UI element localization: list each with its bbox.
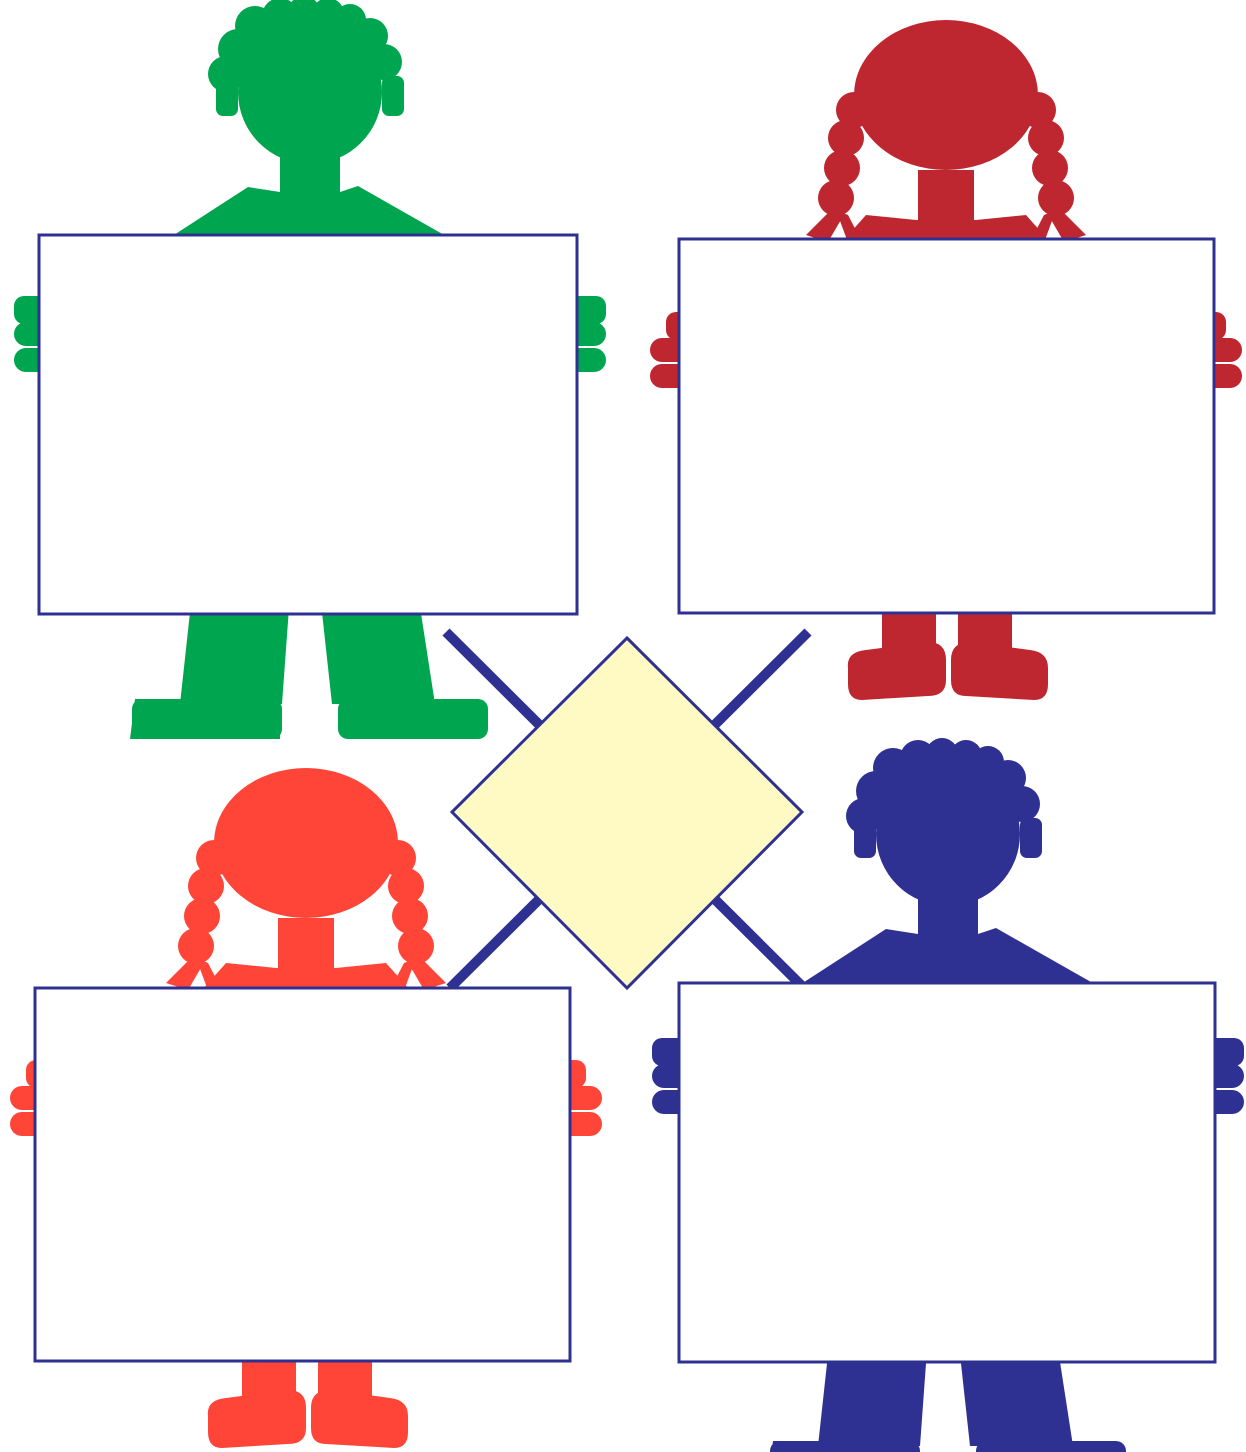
sign-bottom-left[interactable] — [35, 988, 570, 1361]
sign-top-left[interactable] — [39, 235, 577, 614]
figure-top-left — [14, 0, 606, 739]
figure-top-right — [650, 20, 1242, 700]
sign-top-right[interactable] — [679, 239, 1214, 613]
sign-bottom-right[interactable] — [679, 983, 1215, 1362]
